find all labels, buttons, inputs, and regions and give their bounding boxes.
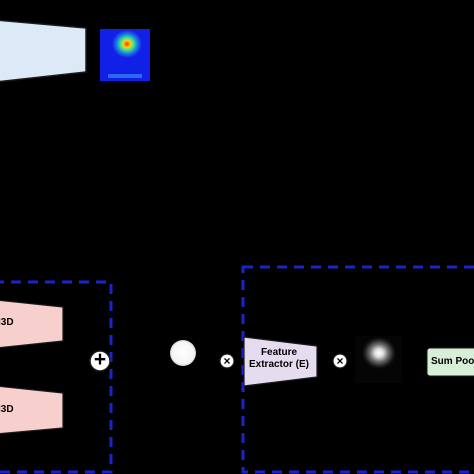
i3d-bottom-block xyxy=(0,385,64,435)
multiply-operator-icon-1 xyxy=(219,353,235,369)
i3d-bottom-label: I3D xyxy=(0,404,14,415)
heatmap-hotspot xyxy=(112,30,142,58)
i3d-top-label: I3D xyxy=(0,317,14,328)
feature-extractor-label-line2: Extractor (E) xyxy=(248,358,309,370)
right-dashed-box xyxy=(241,265,474,474)
heatmap-bottom-band xyxy=(108,74,142,78)
glow-image-blob xyxy=(362,337,396,369)
feature-extractor-label: Feature Extractor (E) xyxy=(244,347,314,370)
left-dashed-box xyxy=(0,280,113,474)
feature-extractor-block xyxy=(243,336,318,387)
feature-extractor-label-line1: Feature xyxy=(260,347,298,358)
multiply-operator-icon-2 xyxy=(332,353,348,369)
white-circle-mask xyxy=(170,340,196,366)
multiply-operator-symbol-2: × xyxy=(336,354,344,368)
add-operator-symbol: + xyxy=(93,348,107,371)
add-operator-icon xyxy=(89,350,111,372)
multiply-operator-symbol-1: × xyxy=(223,354,231,368)
i3d-top-block xyxy=(0,299,64,349)
sum-pooling-label: Sum Poo xyxy=(431,356,474,367)
sum-pooling-block xyxy=(426,347,474,377)
encoder-trapezoid xyxy=(0,19,87,83)
